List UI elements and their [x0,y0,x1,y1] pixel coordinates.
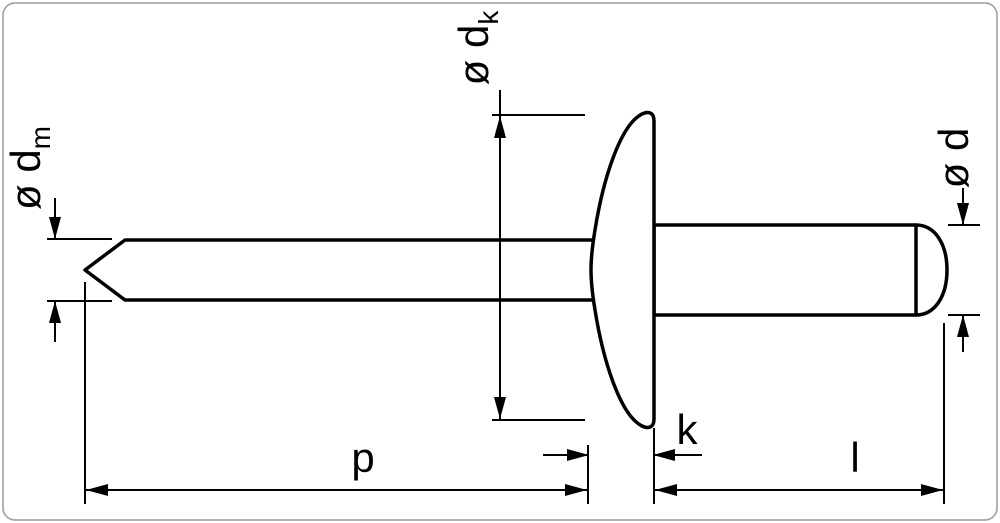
arrow-left-icon [655,484,677,496]
dimension-mandrel-diameter: ø dm [2,126,112,342]
arrow-right-icon [567,449,589,461]
arrow-up-icon [957,315,969,337]
dimension-shank-diameter: ø d [930,128,980,352]
arrow-down-icon [49,217,61,239]
dimension-head-diameter: ø dk [450,10,585,421]
dim-label-head-height: k [677,406,699,453]
rivet-outline [83,110,949,430]
arrow-left-icon [86,484,108,496]
arrow-down-icon [957,203,969,225]
arrow-right-icon [565,484,587,496]
dim-label-mandrel-diameter: ø dm [2,126,56,210]
dim-label-shank-diameter: ø d [930,128,977,189]
arrow-down-icon [494,397,506,419]
rivet-head-shape [589,110,656,430]
dimension-protrusion: p [84,282,589,504]
dimension-shank-length: l [655,323,945,504]
arrow-up-icon [494,116,506,138]
rivet-body-shape [652,223,949,317]
dim-label-shank-length: l [850,434,859,481]
arrow-right-icon [921,484,943,496]
arrow-up-icon [49,301,61,323]
dim-label-head-diameter: ø dk [450,10,504,86]
arrow-left-icon [653,449,675,461]
dimension-head-height: k [543,406,702,504]
mandrel-shape [83,238,602,302]
dim-label-protrusion: p [351,434,374,481]
